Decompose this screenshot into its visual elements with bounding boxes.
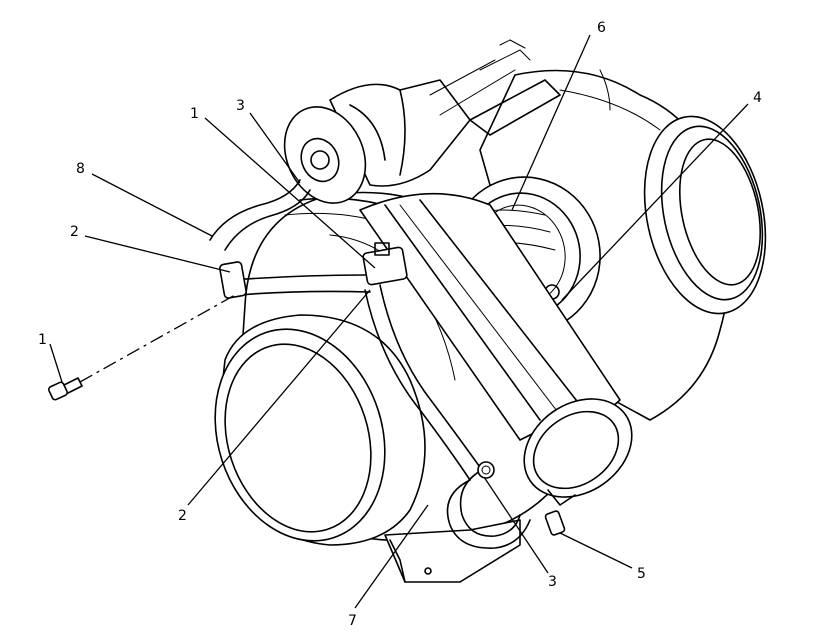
leader-lines [49, 34, 749, 609]
callouts: 1 3 8 2 1 6 4 2 3 5 7 [38, 20, 762, 629]
leader-5 [559, 532, 633, 569]
actuator-hose [209, 179, 311, 251]
outlet-duct [359, 192, 621, 441]
leader-8 [91, 173, 213, 237]
leader-2-bottom [187, 289, 371, 506]
leader-3-bottom [483, 476, 549, 574]
tube-assembly-upper [219, 242, 408, 299]
callout-3-bottom: 3 [548, 574, 557, 590]
callout-6: 6 [597, 20, 606, 36]
leader-6 [511, 34, 591, 211]
callout-3-top: 3 [236, 98, 245, 114]
callout-5: 5 [637, 566, 646, 582]
callout-7: 7 [348, 613, 357, 629]
callout-1-left: 1 [38, 332, 47, 348]
leader-1-top [204, 117, 376, 269]
wastegate-actuator [283, 39, 561, 204]
callout-2-bottom: 2 [178, 508, 187, 524]
outlet-flange [523, 398, 633, 506]
fitting-lower [477, 461, 495, 479]
bolt [47, 377, 83, 401]
callout-8: 8 [76, 161, 85, 177]
compressor-inlet [214, 314, 426, 546]
leader-2-left [84, 235, 231, 273]
callout-4: 4 [753, 90, 762, 106]
coolant-tube-assembly [364, 284, 531, 549]
leader-4 [561, 103, 749, 301]
leader-1-left [49, 343, 63, 383]
leader-7 [354, 504, 429, 609]
bolt-centerline [79, 294, 236, 383]
plug [544, 510, 566, 536]
callout-1-top: 1 [190, 106, 199, 122]
leader-3-top [249, 112, 301, 184]
callout-2-left: 2 [70, 224, 79, 240]
